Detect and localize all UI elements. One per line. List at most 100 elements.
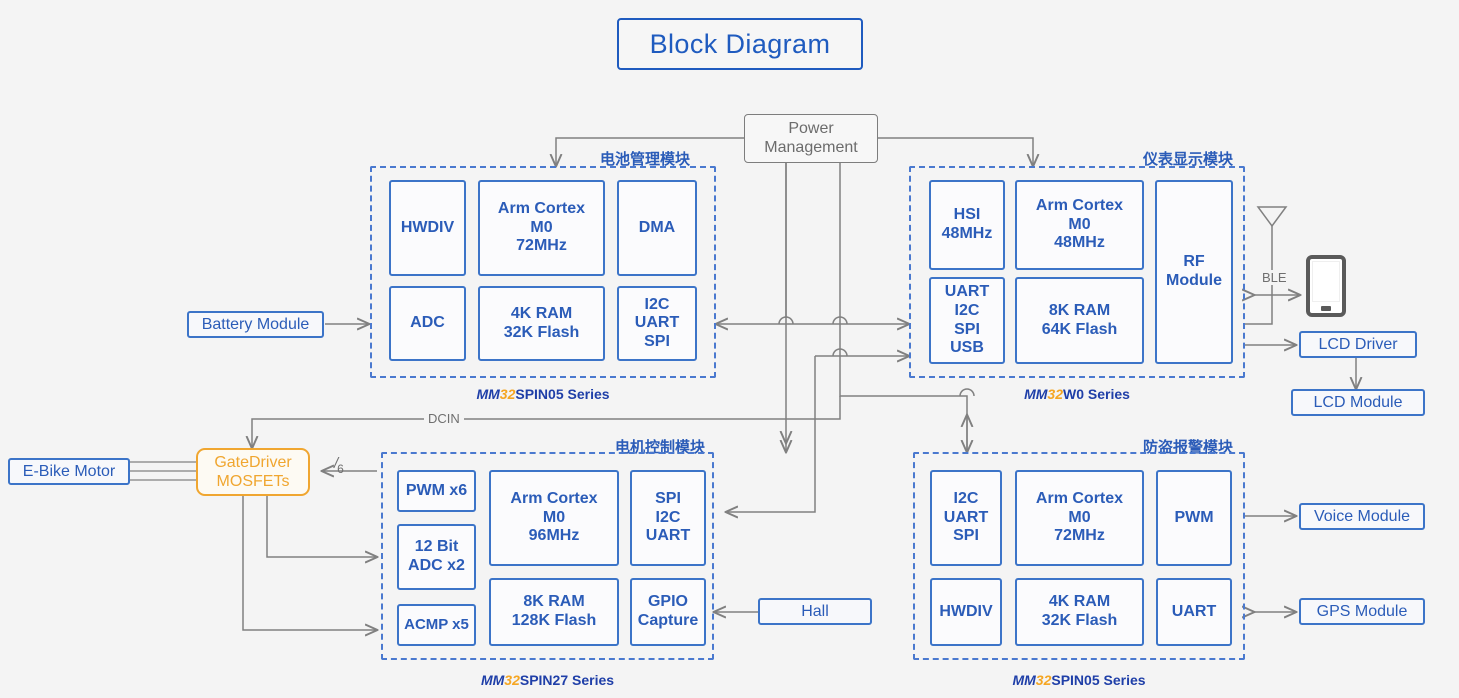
series-32: 32	[1035, 672, 1052, 688]
series-rest: SPIN05 Series	[1051, 672, 1146, 688]
battery-module-box[interactable]: Battery Module	[187, 311, 324, 338]
series-32: 32	[504, 672, 520, 688]
series-mm: MM	[476, 386, 500, 402]
voice-module-box[interactable]: Voice Module	[1299, 503, 1425, 530]
page-title: Block Diagram	[617, 18, 863, 70]
smartphone-icon	[1306, 255, 1346, 317]
block-line: M0	[1068, 508, 1091, 526]
block-line: 8K RAM	[1048, 301, 1111, 319]
block-line: 32K Flash	[1041, 612, 1118, 629]
dcin-label: DCIN	[424, 411, 464, 426]
block-battery-comms: I2C UART SPI	[617, 286, 697, 361]
block-motor-acmp: ACMP x5	[397, 604, 476, 646]
block-motor-comms: SPI I2C UART	[630, 470, 706, 566]
block-line: I2C	[655, 508, 681, 526]
series-rest: W0 Series	[1062, 386, 1130, 402]
block-motor-pwm: PWM x6	[397, 470, 476, 512]
hall-sensor-box[interactable]: Hall	[758, 598, 872, 625]
block-line: I2C	[644, 295, 670, 313]
block-display-hsi: HSI 48MHz	[929, 180, 1005, 270]
series-mm: MM	[480, 672, 505, 688]
series-rest: SPIN27 Series	[519, 672, 615, 688]
block-line: 4K RAM	[510, 304, 573, 322]
block-motor-adc: 12 Bit ADC x2	[397, 524, 476, 590]
block-alarm-pwm: PWM	[1156, 470, 1232, 566]
block-line: Arm Cortex	[510, 490, 598, 508]
block-alarm-comms: I2C UART SPI	[930, 470, 1002, 566]
gate-driver-mosfets-box[interactable]: GateDriver MOSFETs	[196, 448, 310, 496]
block-line: I2C	[953, 490, 979, 508]
phone-home-button	[1321, 306, 1331, 311]
ble-link-label: BLE	[1258, 270, 1291, 285]
block-line: SPI	[655, 490, 681, 508]
ebike-motor-box[interactable]: E-Bike Motor	[8, 458, 130, 485]
block-line: 64K Flash	[1041, 320, 1118, 338]
block-line: HSI	[953, 206, 981, 224]
module-label-battery-management: 电池管理模块	[600, 151, 691, 168]
series-32: 32	[1047, 386, 1063, 402]
block-line: M0	[542, 508, 566, 526]
phone-screen	[1312, 261, 1340, 302]
module-label-instrument-display: 仪表显示模块	[1143, 151, 1234, 168]
power-management-line2: Management	[764, 138, 858, 156]
series-label-instrument-display: MM32W0 Series	[909, 386, 1245, 402]
block-line: 48MHz	[1054, 234, 1105, 252]
lcd-module-box[interactable]: LCD Module	[1291, 389, 1425, 416]
series-label-battery-management: MM32SPIN05 Series	[370, 386, 716, 402]
block-line: 128K Flash	[511, 612, 597, 629]
block-line: UART	[944, 283, 990, 301]
block-line: M0	[530, 218, 553, 236]
slash-glyph: /	[334, 455, 339, 472]
block-line: 8K RAM	[523, 593, 585, 611]
block-line: RF	[1183, 253, 1205, 271]
block-display-rf: RF Module	[1155, 180, 1233, 364]
module-motor-control	[381, 452, 714, 660]
module-label-anti-theft: 防盗报警模块	[1143, 439, 1234, 456]
block-display-comms: UART I2C SPI USB	[929, 277, 1005, 364]
block-alarm-uart: UART	[1156, 578, 1232, 646]
module-anti-theft-alarm	[913, 452, 1245, 660]
phase-count-value: 6	[337, 462, 344, 476]
block-line: USB	[950, 339, 984, 357]
block-display-memory: 8K RAM 64K Flash	[1015, 277, 1144, 364]
block-line: 48MHz	[941, 225, 993, 242]
block-line: 96MHz	[528, 527, 580, 545]
block-line: SPI	[953, 527, 979, 545]
block-line: 32K Flash	[503, 323, 580, 341]
block-line: I2C	[954, 301, 980, 319]
block-battery-dma: DMA	[617, 180, 697, 276]
block-line: Module	[1166, 272, 1222, 289]
series-mm: MM	[1024, 386, 1048, 402]
block-line: SPI	[954, 320, 980, 338]
module-battery-management	[370, 166, 716, 378]
block-line: HWDIV	[400, 218, 455, 236]
block-line: 4K RAM	[1048, 593, 1111, 611]
block-battery-cpu: Arm Cortex M0 72MHz	[478, 180, 605, 276]
block-line: UART	[1171, 602, 1217, 620]
block-line: HWDIV	[939, 602, 993, 620]
series-mm: MM	[1012, 672, 1036, 688]
block-motor-memory: 8K RAM 128K Flash	[489, 578, 619, 646]
block-line: Arm Cortex	[1035, 197, 1124, 215]
series-label-anti-theft: MM32SPIN05 Series	[913, 672, 1245, 688]
module-instrument-display	[909, 166, 1245, 378]
block-battery-adc: ADC	[389, 286, 466, 361]
block-line: ACMP x5	[404, 616, 469, 634]
lcd-driver-box[interactable]: LCD Driver	[1299, 331, 1417, 358]
block-line: ADC x2	[408, 557, 465, 574]
block-line: PWM	[1174, 508, 1214, 526]
gps-module-box[interactable]: GPS Module	[1299, 598, 1425, 625]
power-management-line1: Power	[788, 119, 834, 137]
block-line: Capture	[637, 612, 699, 629]
block-line: GPIO	[647, 593, 688, 611]
block-alarm-memory: 4K RAM 32K Flash	[1015, 578, 1144, 646]
block-motor-cpu: Arm Cortex M0 96MHz	[489, 470, 619, 566]
block-line: 72MHz	[1054, 527, 1105, 545]
block-line: DMA	[638, 218, 676, 236]
block-line: Arm Cortex	[497, 200, 586, 218]
block-alarm-hwdiv: HWDIV	[930, 578, 1002, 646]
block-line: PWM x6	[405, 481, 468, 499]
block-line: UART	[634, 314, 680, 332]
power-management-block: Power Management	[744, 114, 878, 163]
module-label-motor-control: 电机控制模块	[615, 439, 706, 456]
